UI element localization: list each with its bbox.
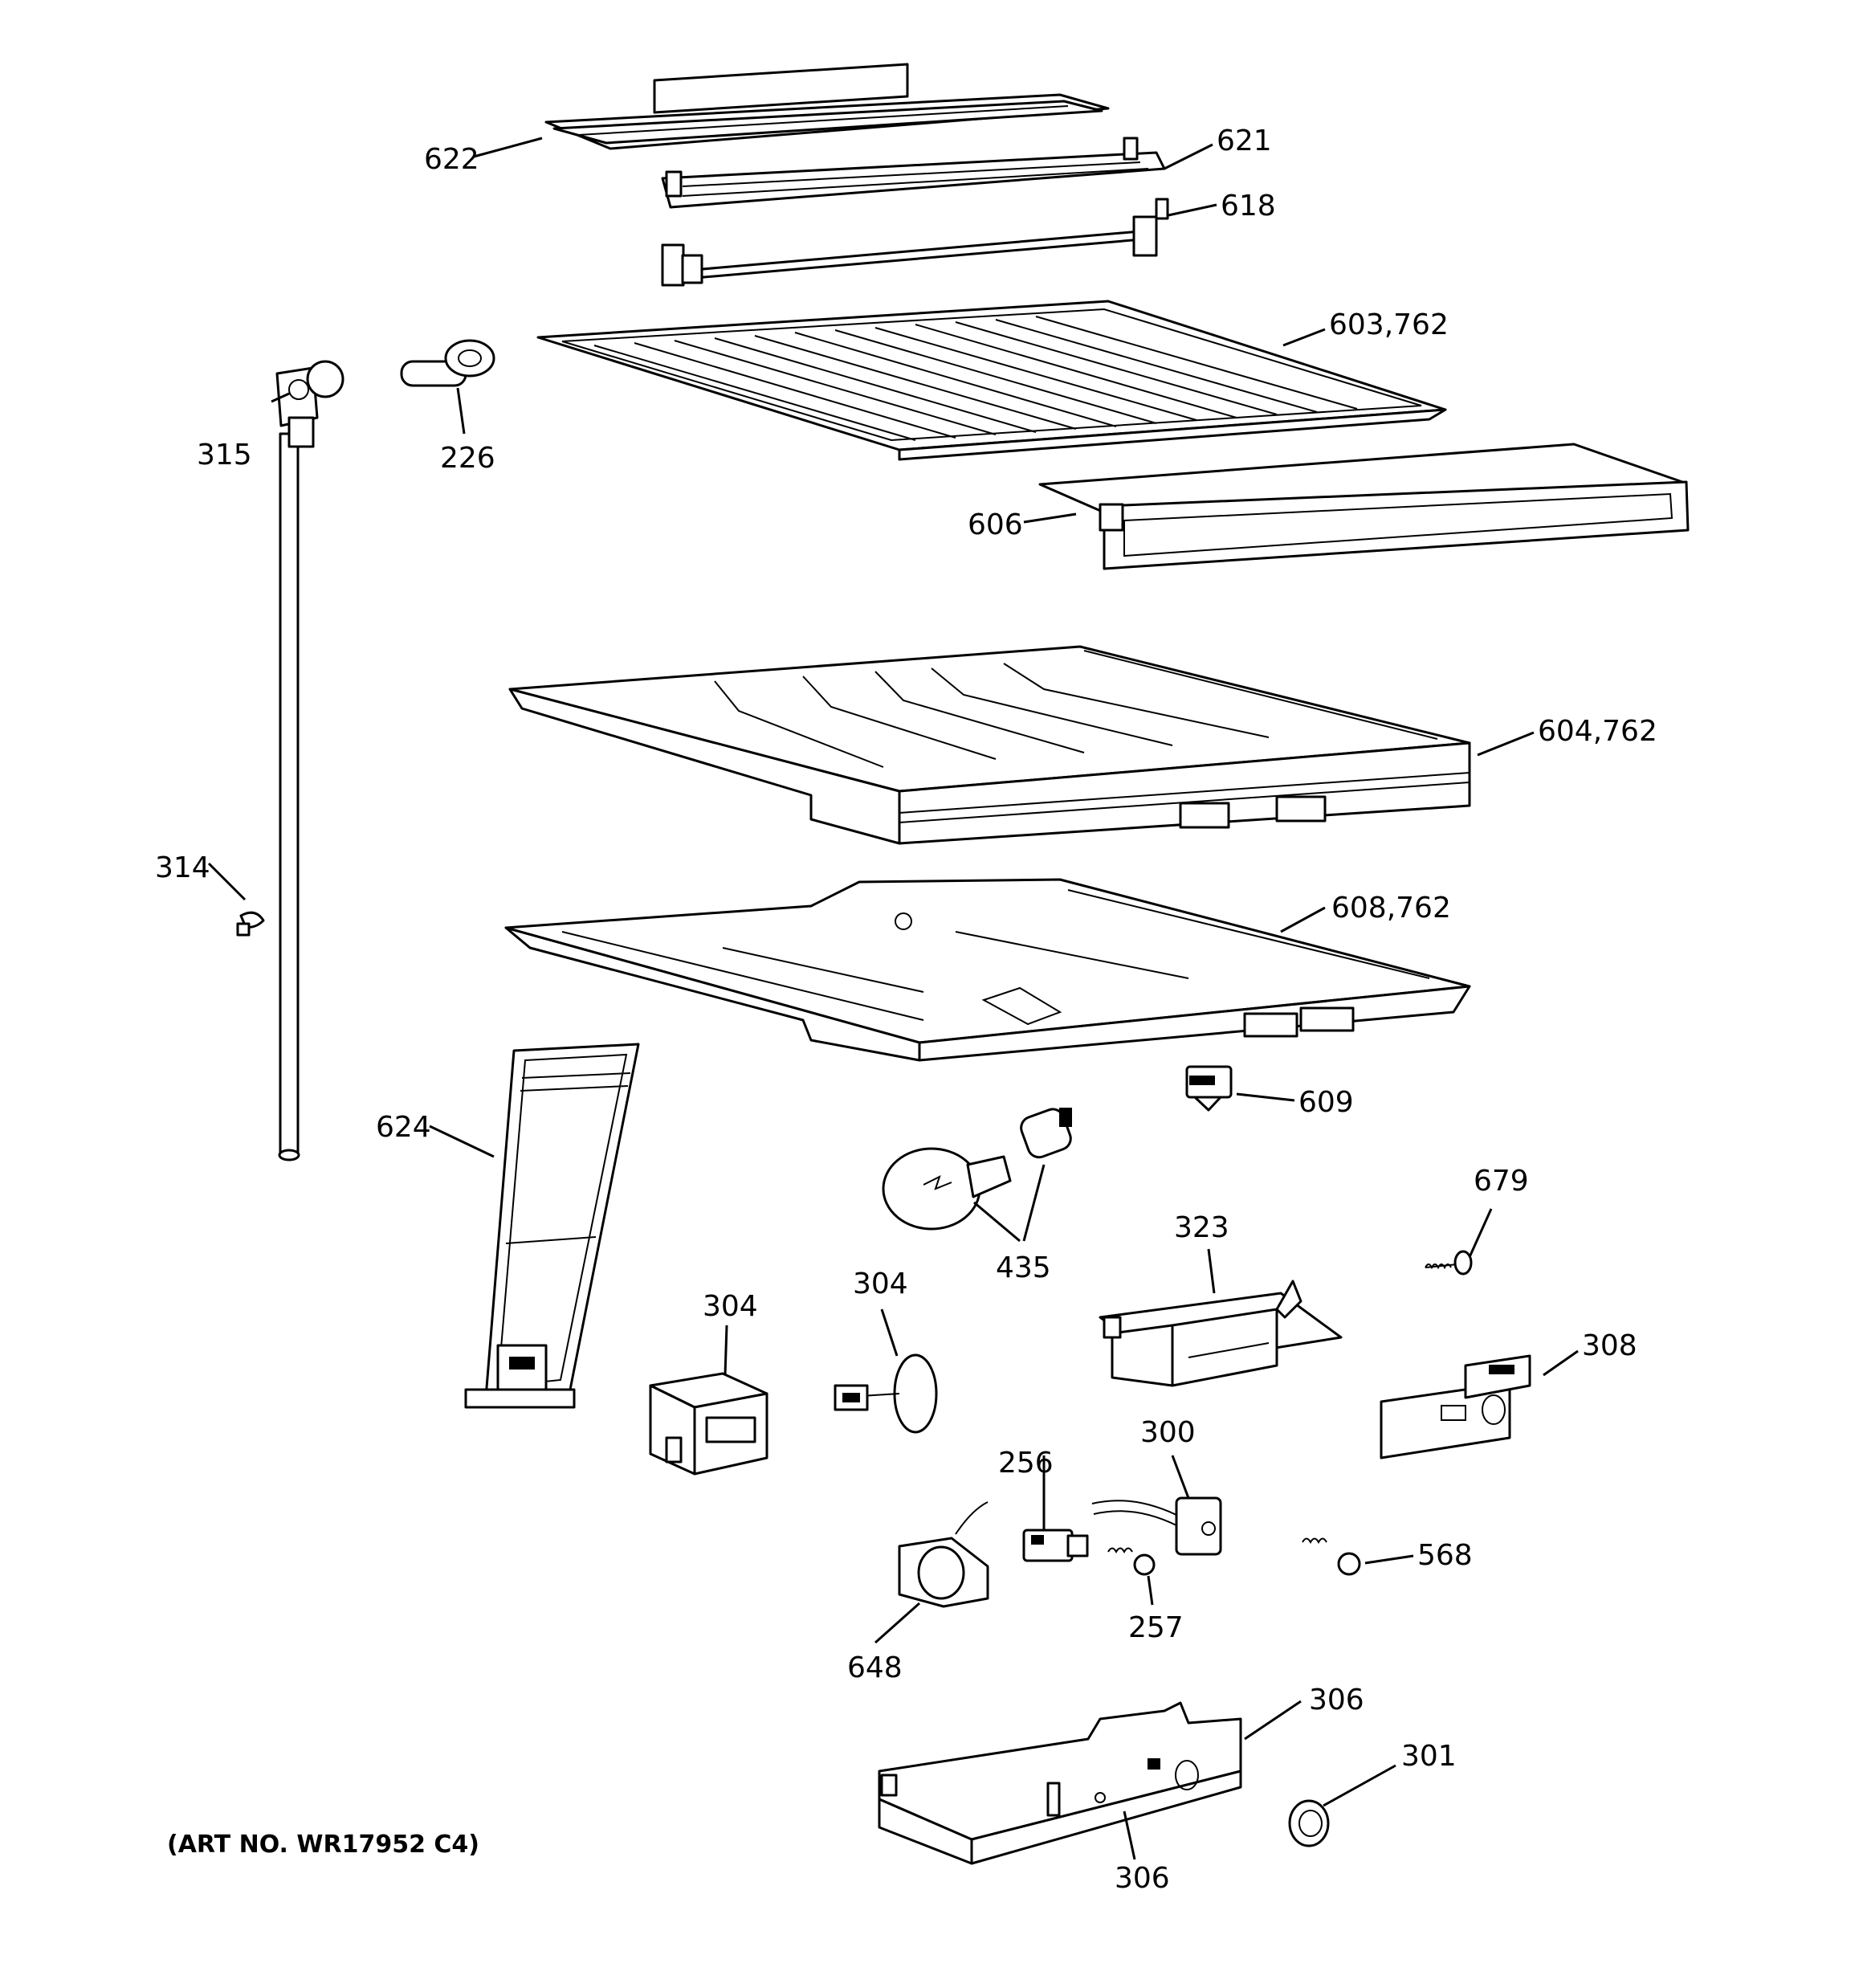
part-306-housing [878, 1701, 1242, 1865]
callout-labels: 622 621 618 603,762 315 226 606 604,762 … [155, 125, 1657, 1895]
label-568: 568 [1417, 1539, 1473, 1572]
label-435: 435 [996, 1251, 1051, 1284]
part-604-shelf [508, 645, 1471, 845]
label-618: 618 [1221, 190, 1276, 222]
label-622: 622 [424, 143, 479, 176]
part-226-bushing [400, 339, 495, 387]
part-304-housing-left [649, 1372, 768, 1476]
label-624: 624 [376, 1111, 431, 1144]
part-301-knob [1288, 1799, 1330, 1847]
label-300: 300 [1140, 1416, 1196, 1449]
label-323: 323 [1174, 1211, 1229, 1244]
part-323-bracket [1099, 1280, 1343, 1387]
label-256: 256 [998, 1447, 1054, 1480]
part-300-thermostat [1091, 1496, 1222, 1556]
part-568-screw [1302, 1537, 1361, 1576]
label-301: 301 [1401, 1740, 1457, 1773]
part-618-rod [661, 198, 1169, 287]
part-603-wire-shelf [536, 300, 1447, 461]
label-308: 308 [1582, 1329, 1637, 1362]
part-435-bulb [882, 1108, 1072, 1231]
part-304-knob [834, 1353, 938, 1434]
label-304-right: 304 [853, 1268, 908, 1300]
label-604-762: 604,762 [1538, 715, 1657, 748]
part-624-bracket [464, 1043, 640, 1409]
label-679: 679 [1474, 1165, 1529, 1198]
label-315: 315 [197, 439, 252, 471]
label-226: 226 [440, 442, 495, 475]
part-257-screw [1107, 1547, 1156, 1576]
label-306-bottom: 306 [1115, 1862, 1170, 1895]
part-315-control-rod [275, 360, 344, 1161]
part-606-front-bar [1038, 443, 1690, 570]
part-308-bracket [1380, 1354, 1531, 1459]
label-304-left: 304 [703, 1290, 758, 1323]
label-257: 257 [1128, 1611, 1184, 1644]
label-608-762: 608,762 [1331, 892, 1451, 925]
label-609: 609 [1298, 1086, 1354, 1119]
label-648: 648 [847, 1651, 903, 1684]
part-608-shelf [504, 878, 1471, 1062]
label-603-762: 603,762 [1329, 308, 1449, 341]
art-number: (ART NO. WR17952 C4) [167, 1831, 479, 1859]
leader-lines [207, 137, 1579, 1860]
label-314: 314 [155, 851, 210, 884]
part-622-shelf-frame [544, 63, 1110, 150]
part-609-clip [1185, 1065, 1233, 1112]
label-621: 621 [1217, 125, 1272, 157]
label-606: 606 [968, 508, 1023, 541]
part-314-clip [236, 911, 265, 937]
part-256-switch [1022, 1529, 1089, 1562]
part-621-rail [661, 137, 1166, 209]
label-306-top: 306 [1309, 1684, 1364, 1717]
part-679-screw [1425, 1250, 1473, 1276]
part-648-relay [898, 1501, 989, 1608]
